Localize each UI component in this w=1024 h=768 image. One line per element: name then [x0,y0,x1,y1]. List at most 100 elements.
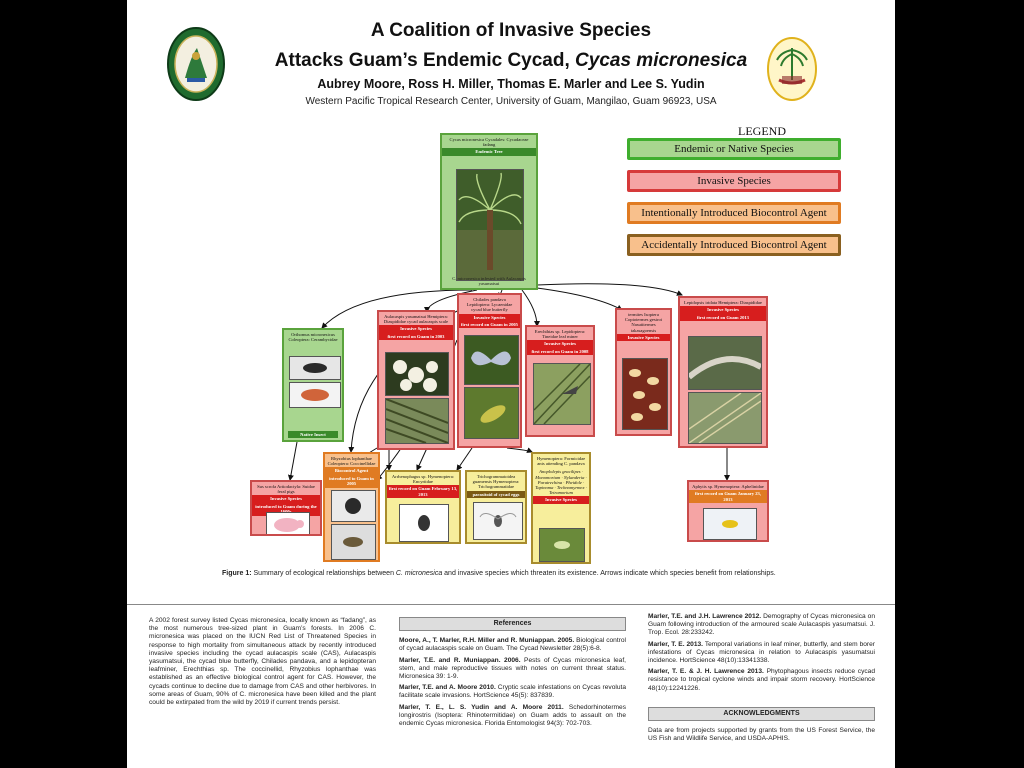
leafminer-box: Erechthias sp. Lepidoptera: Tineidae lea… [525,325,595,437]
legend-endemic: Endemic or Native Species [627,138,841,160]
ants-list: Anoplolepis gracilipes · Monomorium · Ny… [535,469,587,496]
trichogrammatoidea-box: Trichogrammatoidea guamensis Hymenoptera… [465,470,527,544]
legend-title: LEGEND [738,124,786,138]
reference-item: Moore, A., T. Marler, R.H. Miller and R.… [399,637,626,653]
cycad-header: Cycas micronesica Cycadales: Cycadaceae … [449,137,529,148]
reference-item: Marler, T. E. 2013. Temporal variations … [648,641,875,666]
cas-header: Aulacaspis yasumatsui Hemiptera: Diaspid… [383,314,449,325]
wptrc-logo [767,37,817,101]
lepidopsis-band-2: first record on Guam 2013 [680,313,766,322]
reference-text: Demography of Cycas micronesica on Guam … [648,613,875,637]
references-heading: References [399,617,626,632]
reference-item: Marler, T.E. and R. Muniappan. 2006. Pes… [399,657,626,682]
authors: Aubrey Moore, Ross H. Miller, Thomas E. … [317,77,705,91]
lepidopsis-photo-1 [688,336,762,390]
native-beetle-box: Orthomus micronesicus Coleoptera: Ceramb… [282,328,344,442]
leafminer-band-2: first record on Guam in 2008 [527,347,593,356]
rhyzobius-box: Rhyzobius lophanthae Coleoptera: Coccine… [323,452,380,562]
termites-header: termites Isoptera Coptotermes gestroi Na… [624,312,663,333]
rhyzobius-band-2: introduced to Guam in 2005 [325,474,378,488]
reference-item: Marler, T. E., L. S. Yudin and A. Moore … [399,704,626,729]
cas-box: Aulacaspis yasumatsui Hemiptera: Diaspid… [377,310,455,450]
trichogrammatoidea-band: parasitoid of cycad eggs [467,490,525,499]
pig-photo [266,512,310,534]
reference-item: Marler, T.E. and A. Moore 2010. Cryptic … [399,684,626,700]
aphytis-band: first record on Guam January 23, 2013 [689,490,767,504]
caterpillar-photo [464,387,519,439]
cycad-caption: C. micronesica infested with Aulacaspis … [452,276,526,286]
beetle-photo [289,356,341,380]
cas-photo-1 [385,352,449,396]
lepidopsis-photo-2 [688,392,762,444]
reference-authors: Marler, T.E. and J.H. Lawrence 2012. [648,613,762,620]
butterfly-photo [464,335,519,385]
butterfly-band-2: first record on Guam in 2005 [459,321,520,329]
lepidopsis-header: Lepidopsis iridata Hemiptera: Diaspidida… [684,300,762,305]
reference-text: Pests of Cycas micronesica leaf, stem, a… [399,656,626,681]
butterfly-band-1: Invasive Species [459,313,520,322]
arrhenophagus-band: first record on Guam February 13, 2013 [387,485,459,499]
title-line-2: Attacks Guam’s Endemic Cycad, Cycas micr… [127,50,895,72]
reference-authors: Marler, T. E. & J. H. Lawrence 2013. [648,668,764,676]
leafminer-photo [533,363,591,425]
reference-item: Marler, T. E. & J. H. Lawrence 2013. Phy… [648,668,875,693]
native-beetle-band: Native Insect [288,430,338,438]
reference-text: Biological control of cycad aulacaspis s… [399,637,626,653]
aphytis-box: Aphytis sp. Hymenoptera: Aphelinidae fir… [687,480,769,542]
cas-band-2: first record on Guam in 2003 [379,332,453,341]
figure-caption-text-1: Summary of ecological relationships betw… [251,570,396,577]
reference-authors: Moore, A., T. Marler, R.H. Miller and R.… [399,637,575,645]
rhyzobius-photo-1 [331,490,376,522]
cas-photo-2 [385,398,449,444]
termites-band-1: Invasive Species [617,333,670,342]
aphytis-header: Aphytis sp. Hymenoptera: Aphelinidae [692,484,764,489]
reference-text: Cryptic scale infestations on Cycas revo… [399,684,626,700]
references-acknowledgments-column: Marler, T.E. and J.H. Lawrence 2012. Dem… [648,613,875,743]
cycad-box: Cycas micronesica Cycadales: Cycadaceae … [440,133,538,290]
reference-item: Marler, T.E. and J.H. Lawrence 2012. Dem… [648,613,875,638]
reference-text: Phytophagous insects reduce cycad resist… [648,668,875,692]
legend-accidental: Accidentally Introduced Biocontrol Agent [627,234,841,256]
ants-band: Invasive Species [533,496,589,504]
termites-photo [622,358,668,430]
university-seal-logo [167,27,225,101]
termites-box: termites Isoptera Coptotermes gestroi Na… [615,308,672,436]
reference-text: Temporal variations in leaf miner, butte… [648,640,875,665]
figure-caption-text-2: and invasive species which threaten its … [442,570,776,577]
aphytis-photo [703,508,757,540]
reference-authors: Marler, T. E., L. S. Yudin and A. Moore … [399,703,564,711]
reference-authors: Marler, T. E. 2013. [648,640,703,648]
reference-authors: Marler, T.E. and R. Muniappan. 2006. [399,656,521,664]
reference-authors: Marler, T.E. and A. Moore 2010. [399,684,496,692]
arrhenophagus-header: Arrhenophagus sp. Hymenoptera: Encyrtida… [391,474,455,485]
wasp-photo [473,502,523,540]
rhyzobius-header: Rhyzobius lophanthae Coleoptera: Coccine… [327,456,376,467]
title-line-1: A Coalition of Invasive Species [370,20,652,41]
pig-band-1: Invasive Species [252,495,320,503]
cycad-band: Endemic Tree [442,148,536,156]
arrhenophagus-photo [399,504,449,542]
reference-text: Schedorhinotermes longirostris (Isoptera… [399,703,626,728]
legend-invasive: Invasive Species [627,170,841,192]
figure-label: Figure 1: [222,570,252,577]
lepidopsis-band-1: Invasive Species [680,306,766,314]
ants-box: Hymenoptera: Formicidae ants attending C… [531,452,591,564]
pig-header: Sus scrofa Artiodactyla: Suidae feral pi… [257,484,315,495]
figure-caption: Figure 1: Summary of ecological relation… [222,570,822,577]
leafminer-header: Erechthias sp. Lepidoptera: Tineidae lea… [534,329,586,340]
leafminer-band-1: Invasive Species [527,340,593,348]
section-divider [127,604,895,605]
butterfly-box: Chilades pandava Lepidoptera: Lycaenidae… [457,293,522,448]
rhyzobius-photo-2 [331,524,376,560]
title-species: Cycas micronesica [575,50,748,71]
intro-paragraph: A 2002 forest survey listed Cycas micron… [149,617,376,707]
intro-column: A 2002 forest survey listed Cycas micron… [149,617,376,707]
acknowledgments-text: Data are from projects supported by gran… [648,727,875,743]
cas-band-1: Invasive Species [379,325,453,333]
figure-caption-species: C. micronesica [395,570,443,577]
cycad-photo [456,169,524,281]
ants-header: Hymenoptera: Formicidae ants attending C… [536,456,586,467]
pig-box: Sus scrofa Artiodactyla: Suidae feral pi… [250,480,322,536]
legend-intentional: Intentionally Introduced Biocontrol Agen… [627,202,841,224]
trichogrammatoidea-header: Trichogrammatoidea guamensis Hymenoptera… [472,474,520,490]
